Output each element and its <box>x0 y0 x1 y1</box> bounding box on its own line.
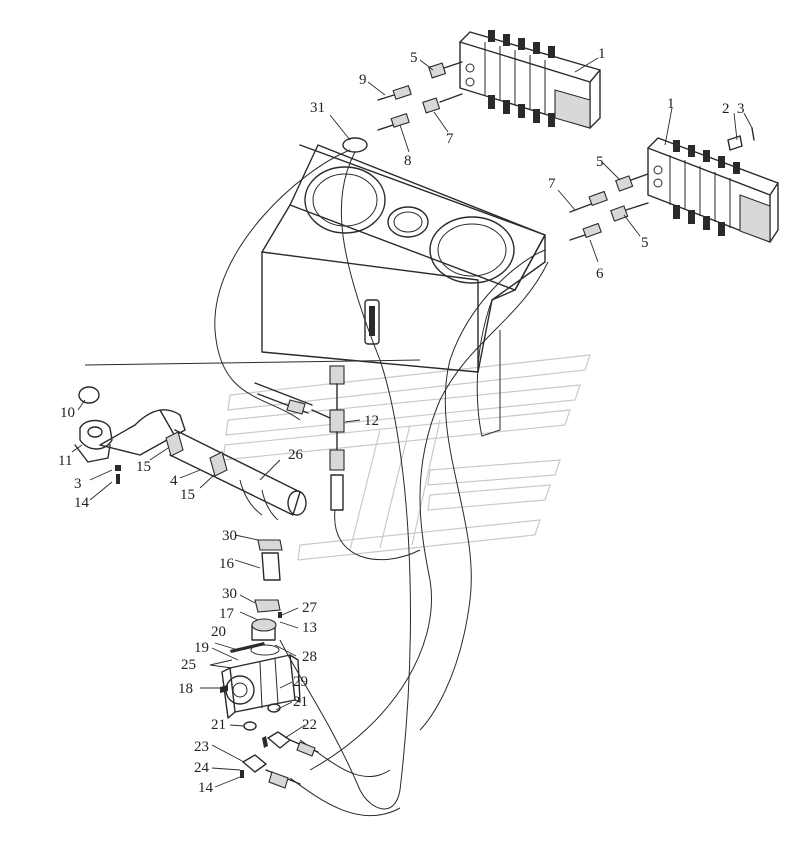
callout-5-upper: 5 <box>410 50 418 66</box>
callout-3-flange: 3 <box>74 476 82 492</box>
callout-19: 19 <box>194 640 209 656</box>
callout-30-upper: 30 <box>222 528 237 544</box>
callout-6: 6 <box>596 266 604 282</box>
callout-8: 8 <box>404 153 412 169</box>
sight-glass <box>364 299 380 345</box>
callout-21-right: 21 <box>293 694 308 710</box>
multi-way-valve-lower <box>647 127 779 243</box>
callout-labels: 1 1 2 3 3 4 5 5 5 6 7 7 8 9 10 11 12 13 … <box>58 46 745 796</box>
callout-4: 4 <box>170 473 178 489</box>
tank-port-left <box>304 166 386 234</box>
leader-lines <box>71 57 753 788</box>
callout-14-flange: 14 <box>74 495 90 511</box>
tank-port-middle <box>387 206 429 238</box>
callout-28: 28 <box>302 649 317 665</box>
tank-port-right <box>429 216 515 284</box>
upper-hose-fittings <box>342 61 463 153</box>
callout-21-left: 21 <box>211 717 226 733</box>
callout-7-right: 7 <box>548 176 556 192</box>
callout-10: 10 <box>60 405 75 421</box>
callout-12: 12 <box>364 413 379 429</box>
callout-29: 29 <box>293 674 308 690</box>
callout-26: 26 <box>288 447 304 463</box>
hydraulic-tank <box>261 144 546 437</box>
hydraulic-hoses <box>84 149 549 817</box>
callout-14-bottom: 14 <box>198 780 214 796</box>
callout-13: 13 <box>302 620 317 636</box>
callout-1-upper: 1 <box>598 46 606 62</box>
multi-way-valve-upper <box>459 30 601 129</box>
callout-2: 2 <box>722 101 730 117</box>
gear-pump <box>220 644 301 719</box>
right-hose-fittings <box>569 173 649 241</box>
callout-1-right: 1 <box>667 96 675 112</box>
callout-23: 23 <box>194 739 209 755</box>
o-ring-31 <box>342 137 368 153</box>
outlet-fittings <box>254 365 345 511</box>
callout-31: 31 <box>310 100 325 116</box>
callout-15-pipe: 15 <box>180 487 195 503</box>
callout-7-upper: 7 <box>446 131 454 147</box>
callout-18: 18 <box>178 681 193 697</box>
callout-16: 16 <box>219 556 235 572</box>
callout-20: 20 <box>211 624 226 640</box>
callout-30-lower: 30 <box>222 586 237 602</box>
callout-15-elbow: 15 <box>136 459 151 475</box>
callout-25: 25 <box>181 657 196 673</box>
callout-9: 9 <box>359 72 367 88</box>
filter-assembly <box>251 539 283 641</box>
o-ring-10 <box>78 386 100 404</box>
callout-3-valve: 3 <box>737 101 745 117</box>
callout-5-right-bottom: 5 <box>641 235 649 251</box>
watermark-logo <box>222 354 591 561</box>
callout-11: 11 <box>58 453 72 469</box>
lower-fittings <box>230 612 319 789</box>
callout-27: 27 <box>302 600 318 616</box>
callout-17: 17 <box>219 606 235 622</box>
suction-pipe <box>74 386 307 521</box>
callout-5-right-top: 5 <box>596 154 604 170</box>
callout-22: 22 <box>302 717 317 733</box>
callout-24: 24 <box>194 760 210 776</box>
